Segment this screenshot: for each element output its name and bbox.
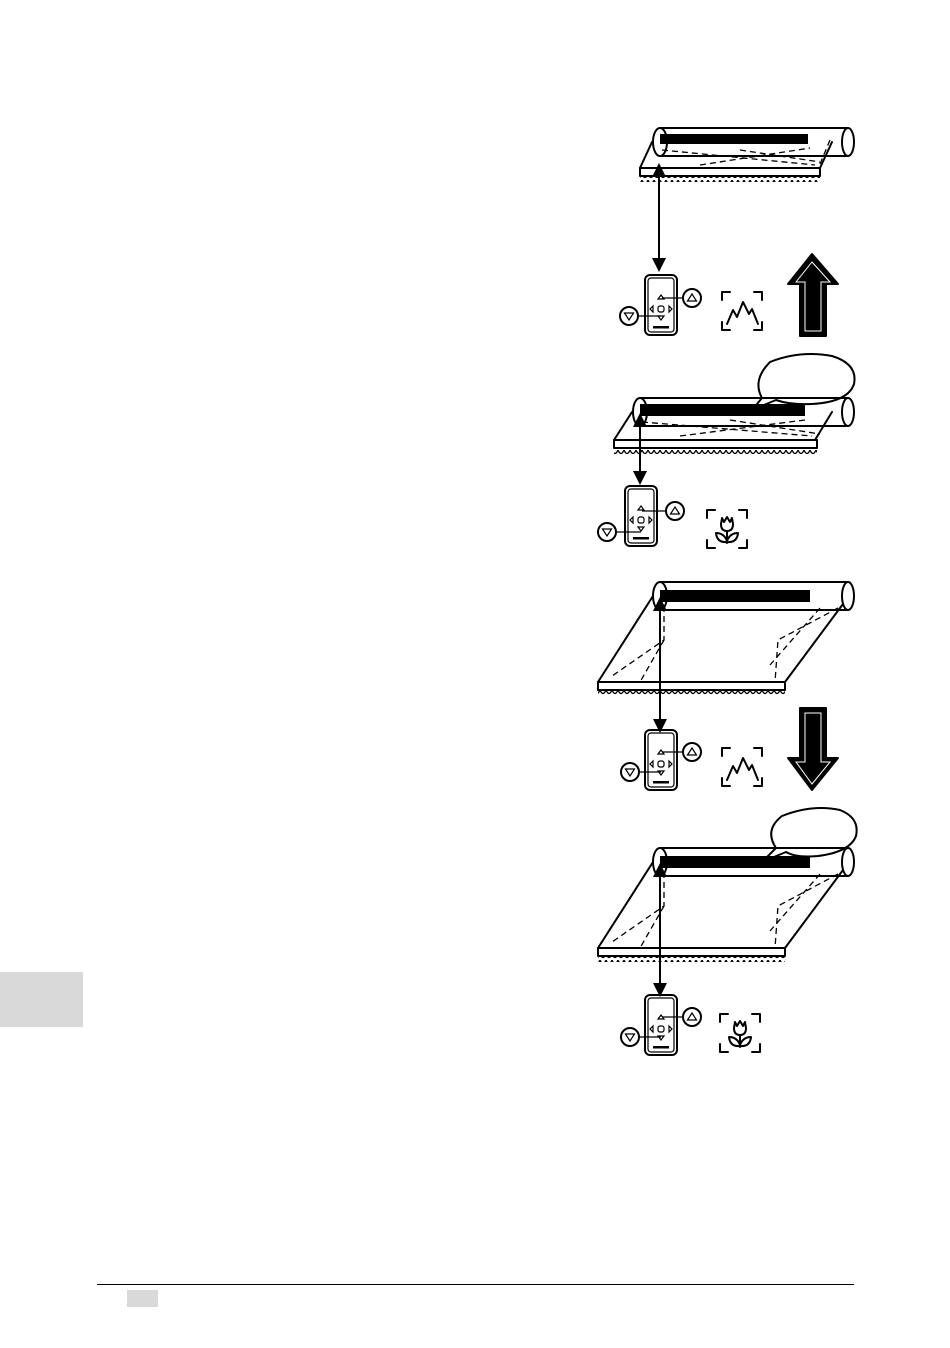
remote-control [645,995,677,1055]
down-arrow-icon [788,708,838,790]
awning-retracted [640,128,854,182]
up-button-callout [666,502,684,520]
awning-extended [598,582,854,696]
down-button-callout [598,523,616,541]
macro-flower-icon [707,510,747,548]
footer-rule [97,1284,854,1285]
down-button-callout [620,307,638,325]
step-1-group [620,128,854,336]
down-button-callout [621,763,639,781]
down-button-callout [621,1028,639,1046]
page-number-box [127,1290,158,1307]
up-arrow-icon [788,254,838,336]
up-button-callout [683,743,701,761]
up-button-callout [683,1008,701,1026]
chapter-tab [0,972,83,1027]
landscape-mode-icon [722,748,762,786]
landscape-mode-icon [722,292,762,330]
remote-control [645,730,677,790]
step-2-group [598,354,855,548]
macro-flower-icon [720,1014,760,1052]
step-4-group [598,808,857,1055]
up-button-callout [683,289,701,307]
remote-control [625,486,657,546]
awning-extended [598,848,854,962]
speech-bubble [752,354,855,410]
remote-control [645,275,677,335]
step-3-group [598,582,854,790]
awning-retracted [614,398,854,454]
